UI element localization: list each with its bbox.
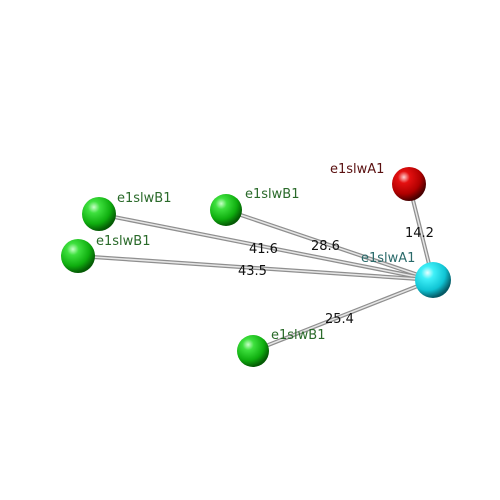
distance-label-center-green-bottom: 25.4	[325, 312, 354, 327]
distance-label-center-green-left: 43.5	[238, 264, 267, 279]
atoms-layer	[61, 167, 451, 367]
bond-center-green-bottom	[251, 278, 435, 353]
atom-label-green-left: e1slwB1	[96, 234, 150, 249]
atom-label-red: e1slwA1	[330, 162, 384, 177]
atom-label-center: e1slwA1	[361, 251, 415, 266]
distance-labels: 14.2 28.6 41.6 43.5 25.4	[238, 226, 434, 327]
bond-center-green-left	[76, 254, 435, 282]
distance-label-center-green-top-left: 41.6	[249, 242, 278, 257]
distance-label-center-green-top-mid: 28.6	[311, 239, 340, 254]
atom-green-left	[61, 239, 95, 273]
bond-center-green-top-left	[97, 212, 435, 282]
atom-red	[392, 167, 426, 201]
atom-label-green-bottom: e1slwB1	[271, 328, 325, 343]
atom-green-bottom	[237, 335, 269, 367]
bonds-layer	[76, 182, 435, 353]
atom-green-top-left	[82, 197, 116, 231]
atom-labels: e1slwA1 e1slwB1 e1slwB1 e1slwB1 e1slwA1 …	[96, 162, 415, 343]
atom-center-cyan	[415, 262, 451, 298]
distance-label-center-red: 14.2	[405, 226, 434, 241]
bond-center-green-top-mid	[224, 208, 435, 282]
atom-label-green-top-mid: e1slwB1	[245, 187, 299, 202]
atom-label-green-top-left: e1slwB1	[117, 191, 171, 206]
atom-green-top-mid	[210, 194, 242, 226]
